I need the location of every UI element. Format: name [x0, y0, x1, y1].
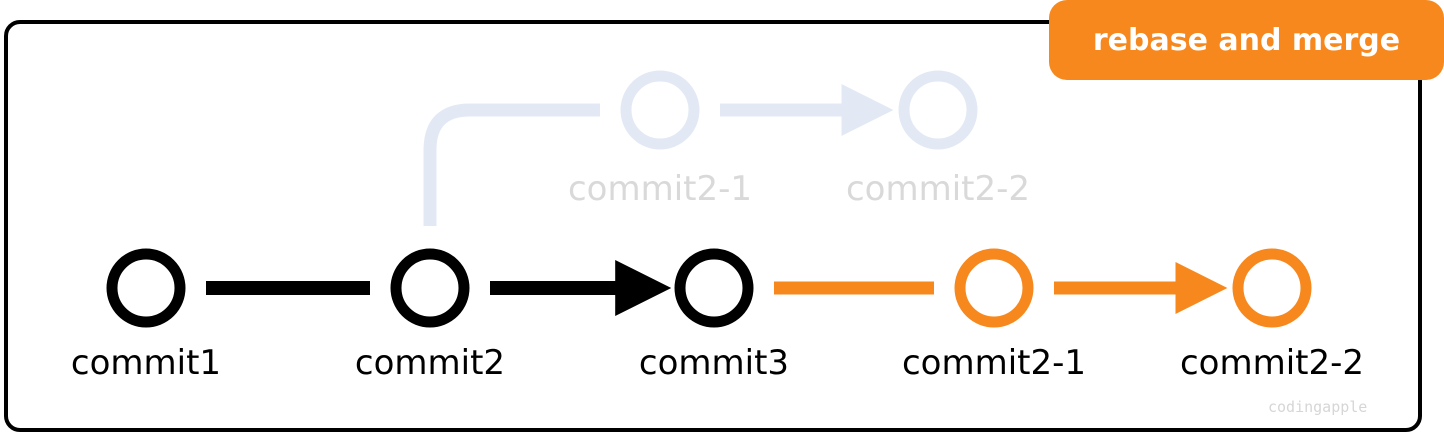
commit-label-commit2-2-rebased: commit2-2: [1180, 343, 1364, 383]
edges-layer: [206, 84, 1228, 316]
commit-node-commit2: [390, 248, 470, 328]
diagram-frame: [4, 20, 1422, 432]
commit-node-commit2-2-original: [898, 70, 978, 150]
commit-node-commit2-2-rebased: [1232, 248, 1312, 328]
commit-label-commit2-1-original: commit2-1: [568, 169, 752, 209]
nodes-layer: [106, 70, 1312, 328]
labels-layer: commit1 commit2 commit3 commit2-1 commit2-2 c…: [71, 169, 1364, 383]
commit-label-commit2-1-rebased: commit2-1: [902, 343, 1086, 383]
commit-node-commit2-1-rebased: [954, 248, 1034, 328]
commit-label-commit3: commit3: [639, 343, 789, 383]
commit-label-commit2: commit2: [355, 343, 505, 383]
edge-commit2-to-commit2-1-original: [423, 103, 600, 226]
commit-label-commit2-2-original: commit2-2: [846, 169, 1030, 209]
watermark: codingapple: [1268, 398, 1368, 416]
commit-node-commit3: [674, 248, 754, 328]
commit-label-commit1: commit1: [71, 343, 221, 383]
commit-node-commit2-1-original: [620, 70, 700, 150]
rebase-and-merge-badge: rebase and merge: [1049, 0, 1444, 80]
commit-node-commit1: [106, 248, 186, 328]
